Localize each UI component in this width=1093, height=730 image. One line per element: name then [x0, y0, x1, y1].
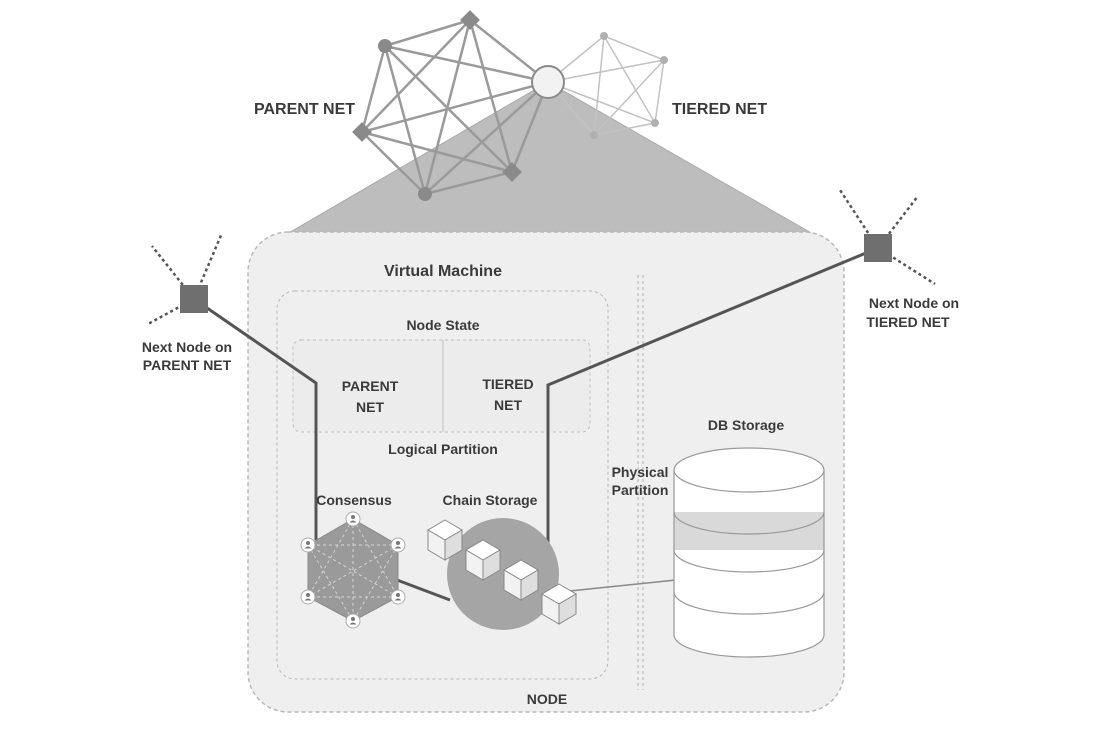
tiered-net-nodes	[590, 32, 668, 139]
user-icon	[300, 589, 316, 605]
tiered-net-graph	[547, 35, 665, 136]
parent-net-node	[460, 10, 480, 30]
tiered-net-node	[600, 32, 608, 40]
chain-db-link	[559, 579, 677, 593]
next-node-parent-square	[180, 285, 208, 313]
user-icon	[390, 537, 406, 553]
virtual-machine-box	[276, 290, 609, 680]
parent-net-node	[352, 122, 372, 142]
node-state-box	[292, 339, 591, 433]
virtual-machine-label: Virtual Machine	[384, 263, 502, 280]
logical-partition-label: Logical Partition	[388, 441, 498, 457]
tiered-net-state-label-2: NET	[494, 397, 522, 413]
cube-icon	[465, 539, 501, 581]
next-node-parent-label-1: Next Node on	[142, 339, 232, 355]
database-icon	[673, 447, 825, 658]
consensus-members	[300, 511, 406, 629]
cube-icon	[503, 559, 539, 601]
parent-net-state-label-1: PARENT	[342, 378, 399, 394]
parent-net-label: PARENT NET	[254, 101, 355, 118]
node-label: NODE	[527, 691, 567, 707]
chain-storage-label: Chain Storage	[443, 492, 538, 508]
consensus-mesh	[307, 518, 399, 622]
chain-blocks	[427, 519, 577, 625]
user-icon	[300, 537, 316, 553]
consensus-label: Consensus	[316, 492, 392, 508]
tiered-net-node	[590, 131, 598, 139]
user-icon	[390, 589, 406, 605]
parent-net-nodes	[352, 10, 522, 201]
parent-net-state-label-2: NET	[356, 399, 384, 415]
next-node-tiered-label-1: Next Node on	[869, 295, 959, 311]
cube-icon	[541, 583, 577, 625]
next-node-parent-label-2: PARENT NET	[143, 357, 232, 373]
user-icon	[345, 511, 361, 527]
tiered-net-link	[546, 246, 879, 545]
physical-partition-label-1: Physical	[612, 464, 669, 480]
cube-icon	[427, 519, 463, 561]
tiered-net-state-label-1: TIERED	[482, 376, 533, 392]
node-apex	[531, 65, 565, 99]
tiered-net-node	[660, 56, 668, 64]
db-storage-label: DB Storage	[708, 417, 784, 433]
next-node-tiered	[838, 189, 936, 286]
parent-net-link	[193, 297, 318, 540]
tiered-net-node	[651, 119, 659, 127]
tiered-net-label: TIERED NET	[672, 101, 767, 118]
parent-net-node	[418, 187, 432, 201]
physical-partition-label-2: Partition	[612, 482, 669, 498]
next-node-tiered-label-2: TIERED NET	[866, 314, 950, 330]
next-node-parent	[147, 232, 224, 326]
consensus-chain-link	[396, 578, 451, 602]
next-node-tiered-square	[864, 234, 892, 262]
parent-net-node	[378, 39, 392, 53]
node-state-label: Node State	[406, 317, 479, 333]
user-icon	[345, 613, 361, 629]
